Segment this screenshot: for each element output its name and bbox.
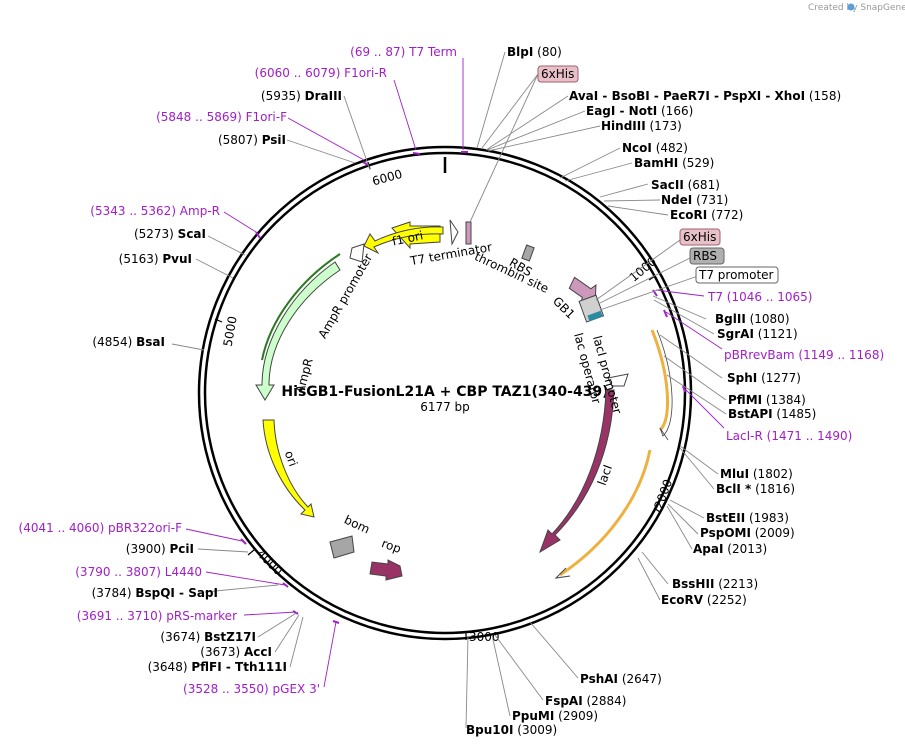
primer-label[interactable]: (3691 .. 3710) pRS-marker — [77, 609, 237, 623]
thrombin-feature — [465, 221, 472, 245]
enzyme-label[interactable]: PflMI (1384) — [728, 393, 806, 407]
rop-feature[interactable] — [369, 559, 403, 581]
primer-label[interactable]: (5343 .. 5362) Amp-R — [90, 204, 220, 218]
primer-label[interactable]: (3790 .. 3807) L4440 — [75, 565, 202, 579]
enzyme-label[interactable]: EcoRV (2252) — [661, 593, 747, 607]
enzyme-label[interactable]: PspOMI (2009) — [700, 526, 795, 540]
rbs-feature — [521, 244, 535, 262]
snapgene-logo-icon — [847, 3, 855, 11]
enzyme-label[interactable]: (3673) AccI — [200, 645, 272, 659]
laci-promoter-arrow[interactable] — [607, 373, 629, 387]
enzyme-label[interactable]: (5807) PsiI — [218, 133, 286, 147]
enzyme-label[interactable]: NdeI (731) — [661, 193, 728, 207]
enzyme-label[interactable]: HindIII (173) — [601, 119, 682, 133]
laci-feature[interactable] — [539, 389, 615, 554]
enzyme-label[interactable]: ApaI (2013) — [693, 542, 767, 556]
bom-label: bom — [342, 513, 372, 537]
t7-promoter-box-label: T7 promoter — [698, 268, 774, 282]
orf-arc-1 — [650, 329, 669, 432]
rbs-box[interactable] — [689, 247, 725, 265]
rop-label: rop — [380, 536, 403, 556]
orf-arc-2 — [559, 449, 652, 577]
tick-2000: 2000 — [652, 477, 676, 510]
enzyme-label[interactable]: BlpI (80) — [507, 45, 562, 59]
primer-labels: (69 .. 87) T7 Term (6060 .. 6079) F1ori-R… — [19, 45, 885, 696]
enzyme-leaders — [171, 51, 727, 729]
ori-feature[interactable] — [262, 419, 315, 518]
primer-label[interactable]: LacI-R (1471 .. 1490) — [726, 429, 852, 443]
backbone-outer — [197, 145, 693, 641]
enzyme-label[interactable]: EagI - NotI (166) — [586, 104, 693, 118]
laci-label: lacI — [595, 463, 615, 487]
primer-marks — [240, 151, 686, 624]
f1-ori-feature[interactable] — [363, 226, 444, 255]
orf-arc-1-outline — [656, 329, 673, 441]
enzyme-label[interactable]: BglII (1080) — [715, 312, 790, 326]
ampr-orf-arc — [261, 253, 341, 361]
enzyme-label[interactable]: NcoI (482) — [622, 141, 688, 155]
t7-terminator-feature — [449, 219, 459, 246]
backbone-inner — [203, 151, 687, 635]
box-leaders — [469, 73, 699, 311]
primer-label[interactable]: (4041 .. 4060) pBR322ori-F — [19, 521, 183, 535]
his-box-right-label: 6xHis — [683, 230, 716, 244]
snapgene-credit: Created by SnapGene — [808, 3, 905, 13]
enzyme-label[interactable]: EcoRI (772) — [670, 208, 743, 222]
enzyme-label[interactable]: Bpu10I (3009) — [466, 723, 557, 737]
primer-label[interactable]: (3528 .. 3550) pGEX 3' — [183, 682, 320, 696]
rbs-box-label: RBS — [693, 249, 717, 263]
enzyme-label[interactable]: SgrAI (1121) — [717, 327, 798, 341]
enzyme-label[interactable]: BstAPI (1485) — [728, 407, 816, 421]
enzyme-label[interactable]: (3784) BspQI - SapI — [92, 586, 218, 600]
enzyme-label[interactable]: BssHII (2213) — [672, 577, 758, 591]
enzyme-label[interactable]: SphI (1277) — [727, 371, 801, 385]
ori-label: ori — [282, 449, 300, 468]
enzyme-label[interactable]: PshAI (2647) — [580, 672, 662, 686]
enzyme-label[interactable]: (5935) DraIII — [261, 89, 342, 103]
enzyme-label[interactable]: FspAI (2884) — [545, 694, 626, 708]
primer-label[interactable]: (69 .. 87) T7 Term — [350, 45, 457, 59]
f1-ori-label: f1 ori — [391, 228, 425, 248]
gb1-label: GB1 — [550, 294, 578, 322]
enzyme-label[interactable]: AvaI - BsoBI - PaeR7I - PspXI - XhoI (15… — [569, 89, 841, 103]
enzyme-label[interactable]: MluI (1802) — [720, 467, 793, 481]
thrombin-label: thrombin site — [472, 249, 550, 296]
primer-label[interactable]: T7 (1046 .. 1065) — [707, 290, 812, 304]
tick-6000: 6000 — [371, 167, 404, 188]
his-box-top[interactable] — [537, 65, 579, 83]
primer-leaders — [185, 58, 725, 688]
his-box-top-label: 6xHis — [541, 67, 574, 81]
tick-5000: 5000 — [221, 315, 240, 348]
enzyme-label[interactable]: SacII (681) — [651, 178, 720, 192]
enzyme-label[interactable]: BclI * (1816) — [716, 482, 795, 496]
primer-label[interactable]: (6060 .. 6079) F1ori-R — [255, 66, 387, 80]
bom-feature[interactable] — [329, 535, 355, 559]
enzyme-label[interactable]: BstEII (1983) — [706, 511, 789, 525]
enzyme-label[interactable]: (3674) BstZ17I — [160, 630, 256, 644]
map-length: 6177 bp — [420, 400, 470, 414]
enzyme-label[interactable]: (4854) BsaI — [92, 335, 165, 349]
gb1-tag — [587, 310, 603, 322]
tick-3000: 3000 — [469, 630, 500, 644]
orf-arc-2-head — [554, 567, 571, 579]
enzyme-label[interactable]: BamHI (529) — [634, 156, 714, 170]
t7-promoter-box[interactable] — [695, 266, 779, 284]
primer-label[interactable]: (5848 .. 5869) F1ori-F — [156, 110, 287, 124]
enzyme-label[interactable]: (3648) PflFI - Tth111I — [148, 660, 287, 674]
map-title: HisGB1-FusionL21A + CBP TAZ1(340-439) — [281, 384, 608, 400]
enzyme-label[interactable]: (3900) PciI — [126, 542, 194, 556]
tick-4000: 4000 — [254, 547, 285, 578]
enzyme-label[interactable]: PpuMI (2909) — [512, 709, 598, 723]
primer-label[interactable]: pBRrevBam (1149 .. 1168) — [724, 348, 884, 362]
ampr-feature[interactable] — [255, 261, 341, 401]
enzyme-labels: BlpI (80) AvaI - BsoBI - PaeR7I - PspXI -… — [92, 45, 842, 737]
ampr-promoter-arrow[interactable] — [349, 243, 365, 263]
his-box-right[interactable] — [679, 228, 721, 246]
enzyme-label[interactable]: (5273) ScaI — [134, 227, 206, 241]
enzyme-label[interactable]: (5163) PvuI — [119, 252, 192, 266]
